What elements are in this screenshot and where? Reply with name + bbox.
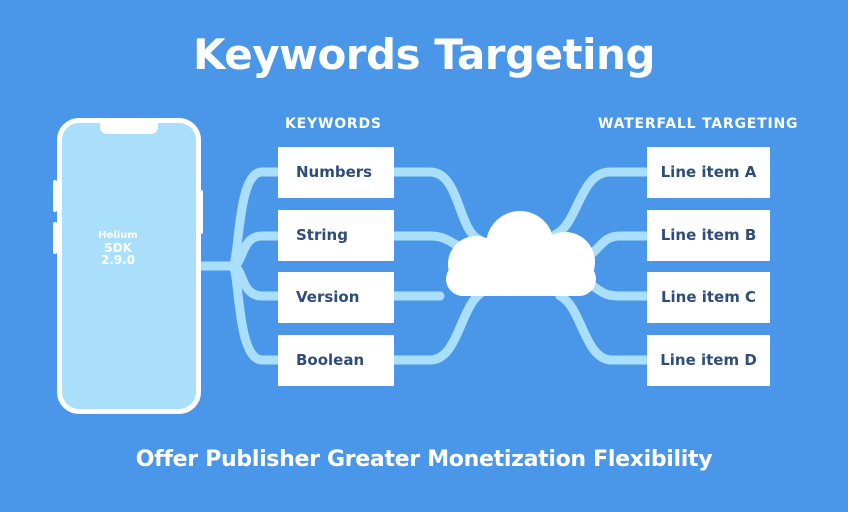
line-item-box-c: Line item C [647,272,770,323]
sdk-name: Helium [98,230,138,241]
keyword-box-boolean: Boolean [278,335,394,386]
connector-phone-boolean [227,261,285,365]
phone-notch [100,123,158,134]
sdk-label: Helium SDK 2.9.0 [82,230,154,266]
line-item-box-b: Line item B [647,210,770,261]
phone-side-button [53,180,57,212]
page-title: Keywords Targeting [192,30,656,79]
connector-cloud-a [551,167,655,239]
line-item-box-d: Line item D [647,335,770,386]
waterfall-header: WATERFALL TARGETING [598,116,799,132]
keyword-box-version: Version [278,272,394,323]
connector-cloud-d [555,291,655,365]
page-subtitle: Offer Publisher Greater Monetization Fle… [135,447,713,472]
keyword-box-numbers: Numbers [278,147,394,198]
connector-numbers-cloud [387,167,485,245]
sdk-title: SDK [104,241,132,255]
keyword-box-string: String [278,210,394,261]
phone-side-button [199,190,203,234]
connector-cloud-b [581,231,655,263]
sdk-version: 2.9.0 [100,253,136,267]
phone-device [57,118,201,414]
phone-side-button [53,222,57,254]
keywords-header: KEYWORDS [285,116,382,132]
cloud-icon [446,211,596,296]
connector-cloud-c [585,279,655,301]
line-item-box-a: Line item A [647,147,770,198]
